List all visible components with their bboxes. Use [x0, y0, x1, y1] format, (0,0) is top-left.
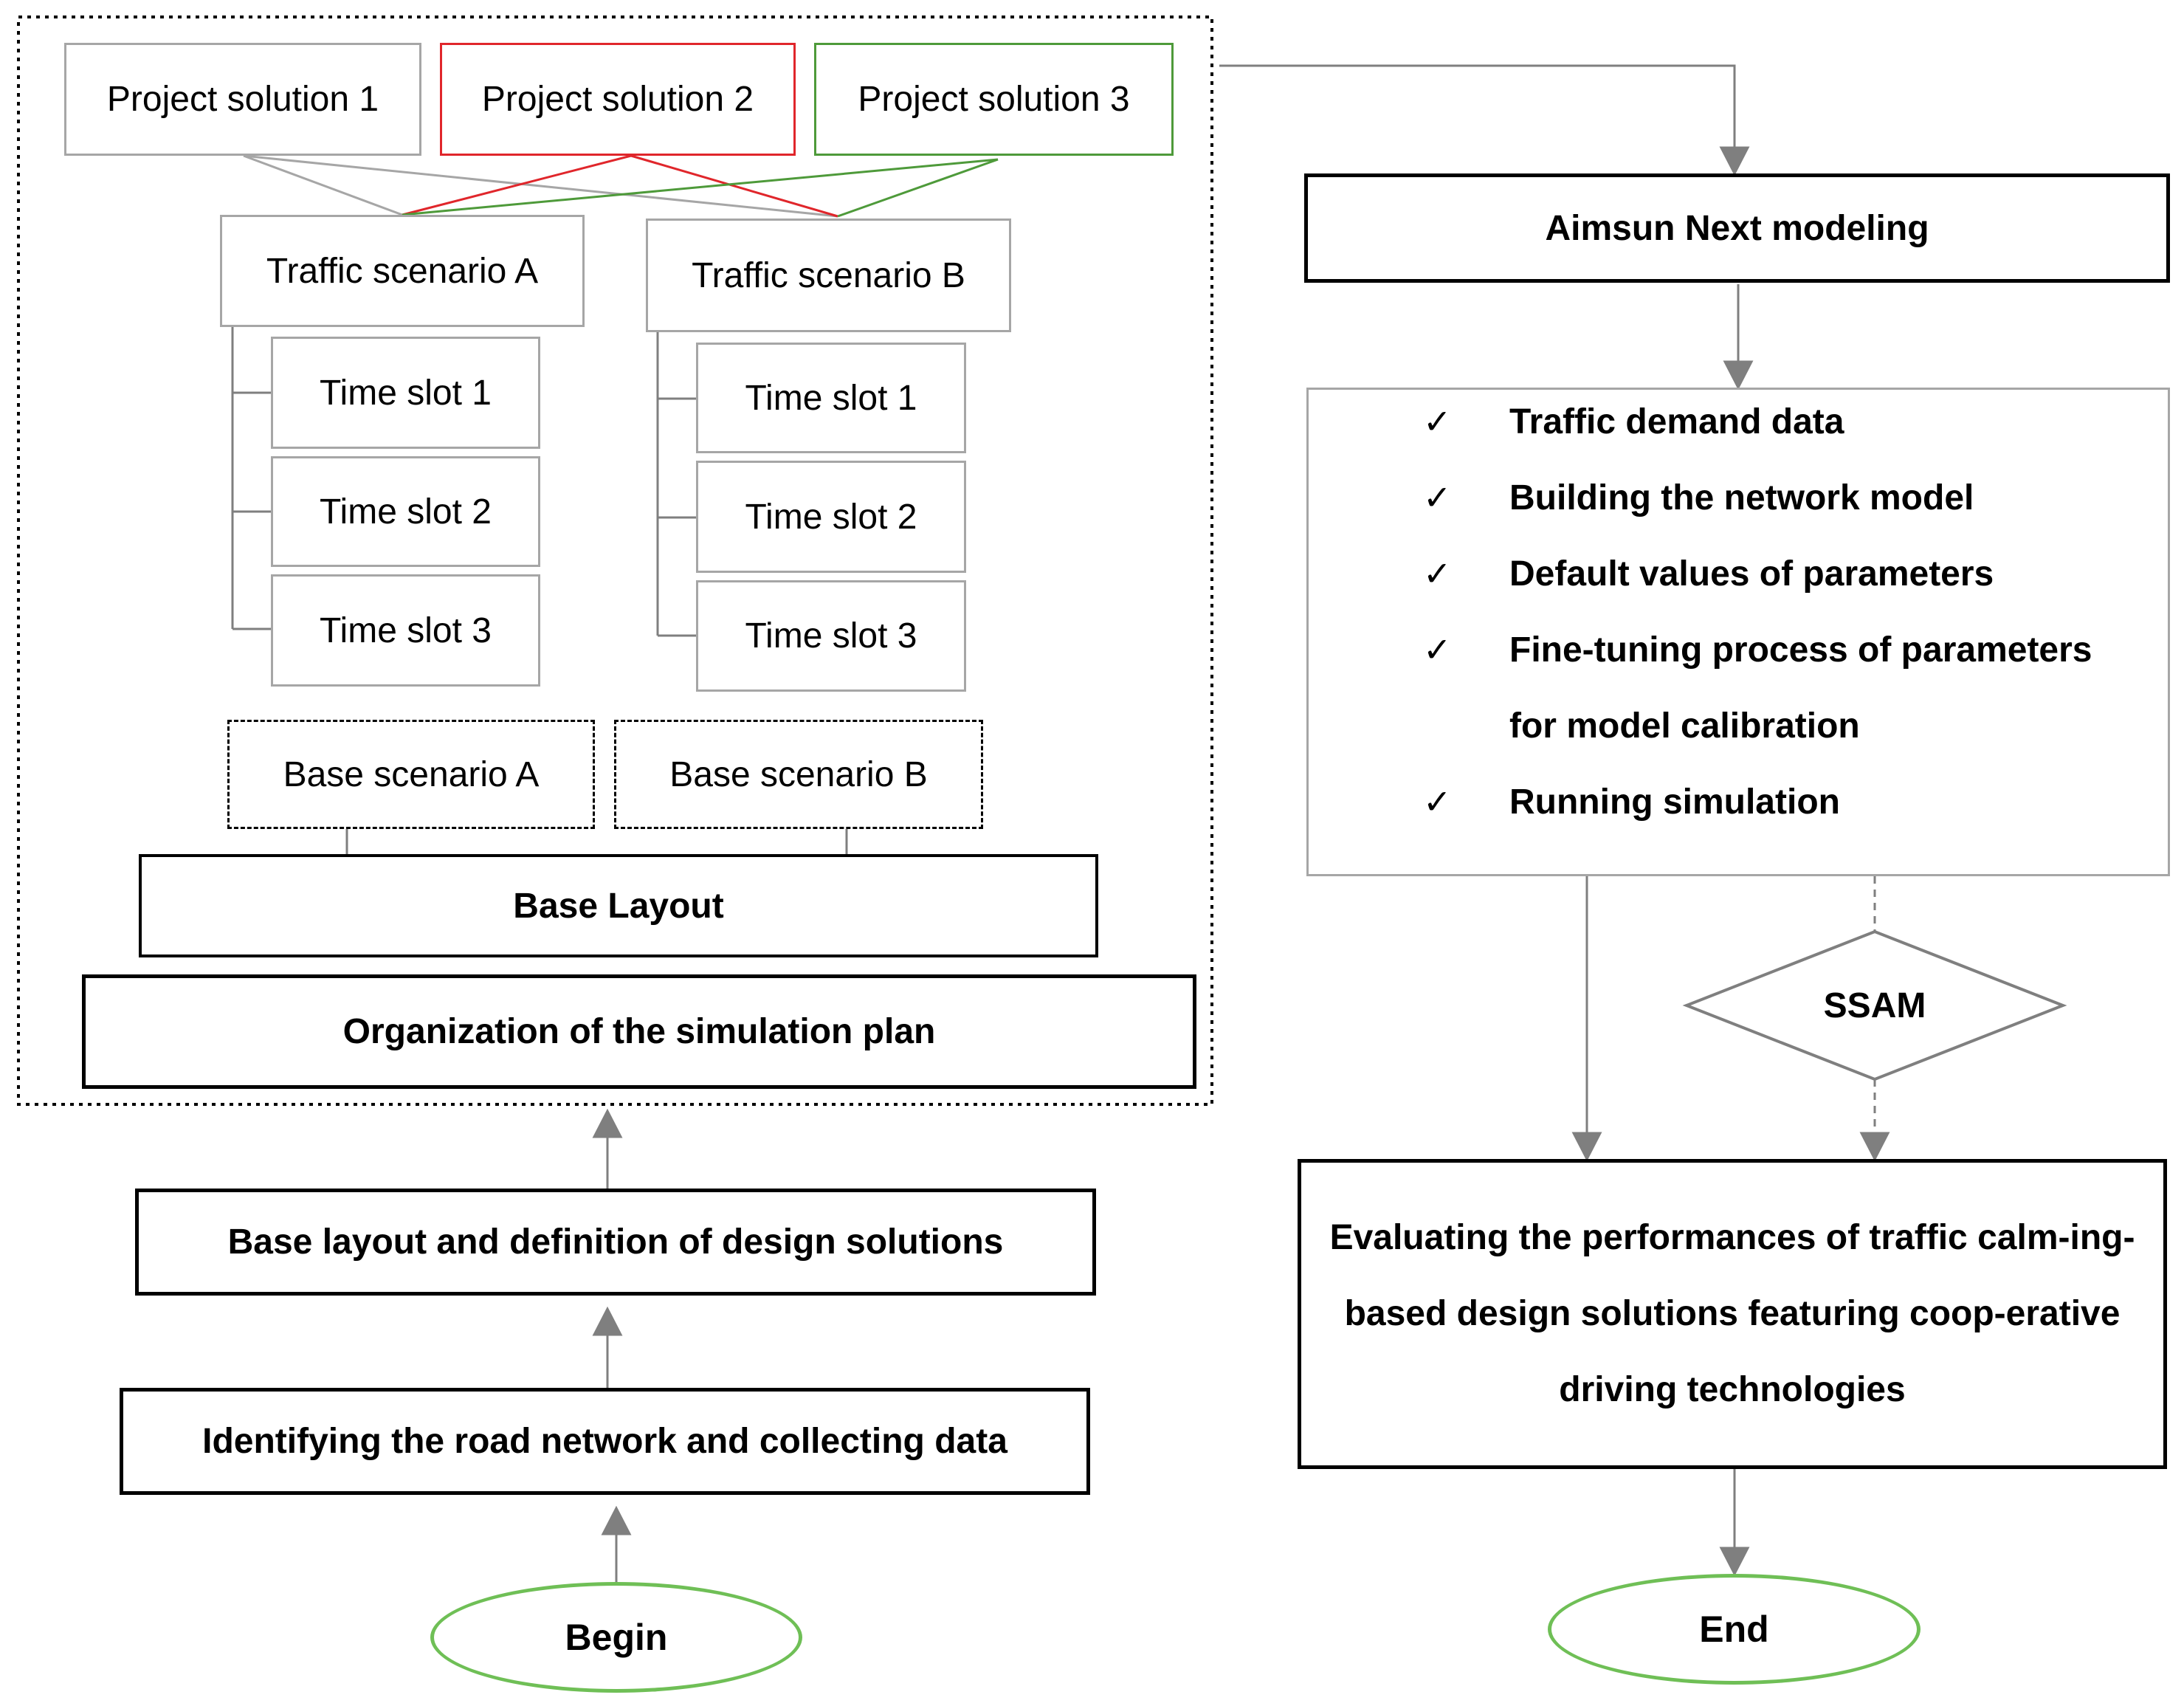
time-slot-a-3: Time slot 3 [271, 574, 540, 687]
ssam-label: SSAM [1823, 986, 1926, 1025]
begin-oval: Begin [430, 1582, 802, 1693]
checklist: ✓ Traffic demand data ✓ Building the net… [1303, 384, 2152, 840]
checklist-item-label: Running simulation [1509, 783, 1840, 822]
aimsun-modeling-box: Aimsun Next modeling [1304, 173, 2170, 283]
base-scenario-a: Base scenario A [227, 720, 595, 829]
base-layout-box: Base Layout [139, 854, 1098, 957]
base-scenario-b: Base scenario B [614, 720, 983, 829]
checklist-item-label: Default values of parameters [1509, 554, 1994, 594]
simulation-plan-frame [17, 16, 1213, 1106]
check-icon: ✓ [1423, 402, 1452, 441]
end-oval: End [1548, 1574, 1921, 1685]
checklist-item: ✓ Fine-tuning process of parameters for … [1303, 612, 2152, 764]
evaluating-box: Evaluating the performances of traffic c… [1298, 1159, 2167, 1469]
ssam-diamond [1682, 929, 2067, 1081]
checklist-item-label: Building the network model [1509, 478, 1974, 517]
checklist-item-label: Fine-tuning process of parameters for mo… [1509, 630, 2092, 746]
checklist-box [1306, 388, 2170, 876]
check-icon: ✓ [1423, 783, 1452, 821]
project-solution-3: Project solution 3 [814, 43, 1174, 156]
checklist-item-label: Traffic demand data [1509, 402, 1844, 441]
checklist-item: ✓ Traffic demand data [1303, 384, 2152, 460]
check-icon: ✓ [1423, 478, 1452, 517]
check-icon: ✓ [1423, 554, 1452, 593]
project-solution-2: Project solution 2 [440, 43, 796, 156]
time-slot-b-3: Time slot 3 [696, 580, 966, 692]
time-slot-b-2: Time slot 2 [696, 461, 966, 573]
evaluating-text: Evaluating the performances of traffic c… [1329, 1218, 2135, 1409]
design-solutions-box: Base layout and definition of design sol… [135, 1189, 1096, 1296]
traffic-scenario-a: Traffic scenario A [220, 215, 585, 327]
time-slot-a-2: Time slot 2 [271, 456, 540, 567]
checklist-item: ✓ Running simulation [1303, 764, 2152, 840]
time-slot-b-1: Time slot 1 [696, 343, 966, 453]
check-icon: ✓ [1423, 630, 1452, 669]
checklist-item: ✓ Default values of parameters [1303, 536, 2152, 612]
project-solution-1: Project solution 1 [64, 43, 421, 156]
traffic-scenario-b: Traffic scenario B [646, 219, 1011, 332]
identifying-box: Identifying the road network and collect… [120, 1388, 1090, 1495]
checklist-item: ✓ Building the network model [1303, 460, 2152, 536]
organization-box: Organization of the simulation plan [82, 974, 1196, 1089]
time-slot-a-1: Time slot 1 [271, 337, 540, 449]
